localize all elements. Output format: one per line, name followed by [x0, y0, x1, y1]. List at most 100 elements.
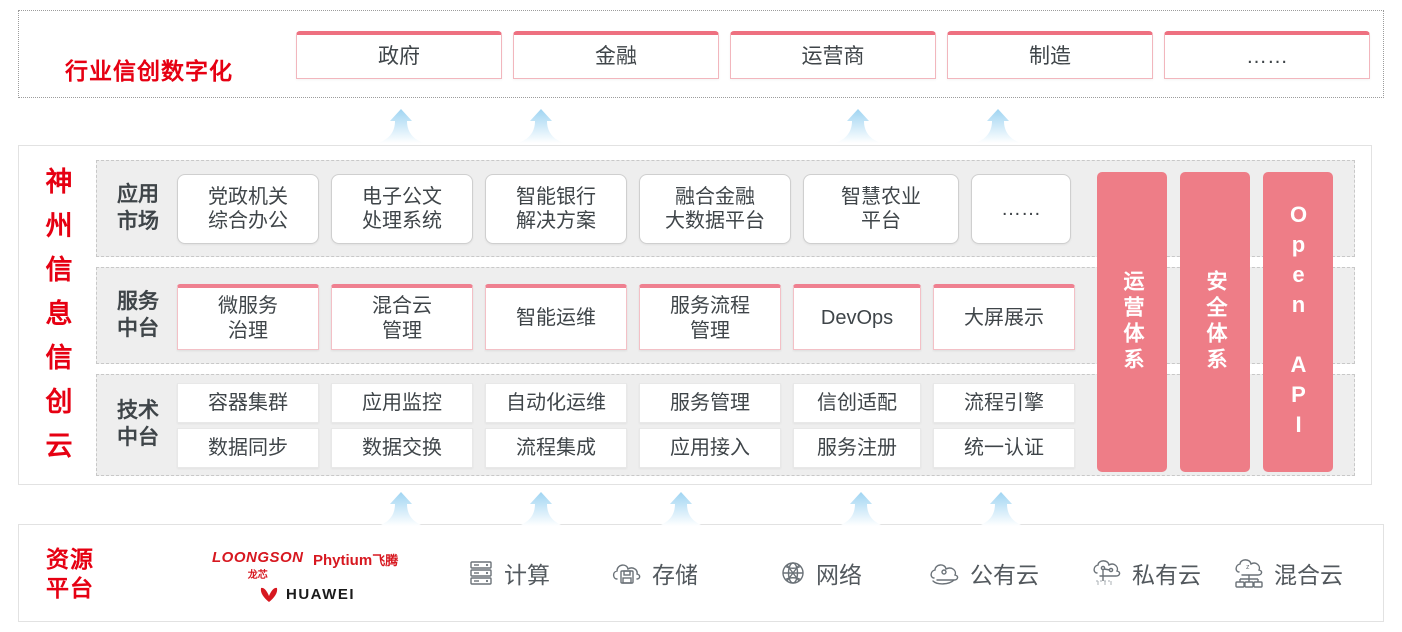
card-label: 电子公文 处理系统: [362, 185, 442, 232]
capability-arrow-2: [835, 109, 881, 143]
tech-platform-card-r2-4[interactable]: 服务注册: [793, 428, 921, 468]
resource-item-label: 存储: [652, 562, 698, 588]
resource-item-label: 网络: [816, 562, 862, 588]
pillar-2[interactable]: Open API: [1263, 172, 1333, 472]
service-platform-card-2[interactable]: 智能运维: [485, 284, 627, 350]
card-label: 融合金融 大数据平台: [665, 185, 765, 232]
capability-arrow-3: [975, 109, 1021, 143]
vendor-logo-phytium: Phytium飞腾: [313, 552, 399, 569]
service-platform-card-3[interactable]: 服务流程 管理: [639, 284, 781, 350]
tech-platform-card-r1-0[interactable]: 容器集群: [177, 383, 319, 423]
private-cloud-icon: [1090, 558, 1124, 588]
capability-arrow-gap: 数字化能力: [0, 100, 1402, 235]
resource-item-5[interactable]: z 混合云: [1232, 556, 1343, 590]
resource-item-4[interactable]: 私有云: [1090, 556, 1201, 590]
layer-label-service: 服务中台: [117, 290, 159, 340]
resource-item-0[interactable]: 计算: [466, 556, 550, 590]
card-label: 混合云 管理: [372, 295, 432, 342]
card-label: 自动化运维: [506, 391, 606, 414]
card-label: 党政机关 综合办公: [208, 185, 288, 232]
resource-item-label: 私有云: [1132, 562, 1201, 588]
card-label: 服务管理: [670, 391, 750, 414]
cloud-panel-title: 神州信息信创云: [45, 167, 73, 461]
tech-platform-card-r2-3[interactable]: 应用接入: [639, 428, 781, 468]
card-label: 统一认证: [964, 436, 1044, 459]
service-platform-card-0[interactable]: 微服务 治理: [177, 284, 319, 350]
card-label: 应用接入: [670, 436, 750, 459]
cloud-storage-icon: [610, 559, 644, 587]
resource-arrow-1: [518, 492, 564, 526]
pillar-label: 运营体系: [1121, 270, 1145, 374]
card-label: 大屏展示: [964, 307, 1044, 330]
card-label: 智能运维: [516, 307, 596, 330]
card-label: 数据同步: [208, 436, 288, 459]
resource-arrow-3: [838, 492, 884, 526]
card-label: 流程集成: [516, 436, 596, 459]
layer-label-technology: 技术中台: [117, 399, 159, 449]
svg-text:z: z: [1246, 564, 1250, 571]
industry-box-label: 政府: [378, 44, 420, 68]
resource-item-label: 混合云: [1274, 562, 1343, 588]
card-label: 微服务 治理: [218, 295, 278, 342]
service-platform-card-4[interactable]: DevOps: [793, 284, 921, 350]
industry-box-label: 运营商: [801, 44, 865, 68]
industry-box-3[interactable]: 制造: [947, 31, 1153, 79]
resource-panel-title: 资源平台: [46, 546, 94, 601]
card-label: DevOps: [820, 307, 894, 330]
resource-item-1[interactable]: 存储: [610, 556, 698, 590]
app-market-card-3[interactable]: 融合金融 大数据平台: [639, 174, 791, 244]
service-platform-card-1[interactable]: 混合云 管理: [331, 284, 473, 350]
capability-arrow-1: [518, 109, 564, 143]
tech-platform-card-r1-2[interactable]: 自动化运维: [485, 383, 627, 423]
card-label: 数据交换: [362, 436, 442, 459]
card-label: 应用监控: [362, 391, 442, 414]
app-market-card-1[interactable]: 电子公文 处理系统: [331, 174, 473, 244]
pillar-label: 安全体系: [1204, 270, 1228, 374]
pillar-label: Open API: [1286, 202, 1311, 442]
resource-arrow-4: [978, 492, 1024, 526]
card-label: 服务流程 管理: [670, 295, 750, 342]
vendor-logo-loongson: LOONGSON 龙芯: [212, 549, 304, 581]
public-cloud-icon: [928, 559, 962, 587]
industry-band-title: 行业信创数字化: [65, 58, 233, 84]
server-icon: [466, 558, 496, 588]
tech-platform-card-r1-4[interactable]: 信创适配: [793, 383, 921, 423]
tech-platform-card-r2-0[interactable]: 数据同步: [177, 428, 319, 468]
service-platform-card-5[interactable]: 大屏展示: [933, 284, 1075, 350]
card-label: 智能银行 解决方案: [516, 185, 596, 232]
app-market-card-0[interactable]: 党政机关 综合办公: [177, 174, 319, 244]
industry-box-2[interactable]: 运营商: [730, 31, 936, 79]
app-market-card-5[interactable]: ……: [971, 174, 1071, 244]
tech-platform-card-r1-5[interactable]: 流程引擎: [933, 383, 1075, 423]
tech-platform-card-r2-2[interactable]: 流程集成: [485, 428, 627, 468]
vendor-logo-huawei: HUAWEI: [258, 585, 355, 603]
network-icon: [778, 558, 808, 588]
industry-box-0[interactable]: 政府: [296, 31, 502, 79]
resource-arrow-2: [658, 492, 704, 526]
resource-panel: [18, 524, 1384, 622]
resource-item-label: 计算: [504, 562, 550, 588]
industry-box-4[interactable]: ……: [1164, 31, 1370, 79]
hybrid-cloud-icon: z: [1232, 558, 1266, 588]
industry-box-label: 金融: [595, 44, 637, 68]
card-label: 智慧农业 平台: [841, 185, 921, 232]
industry-box-label: 制造: [1029, 44, 1071, 68]
card-label: 容器集群: [208, 391, 288, 414]
capability-arrow-0: [378, 109, 424, 143]
resource-item-2[interactable]: 网络: [778, 556, 862, 590]
card-label: 服务注册: [817, 436, 897, 459]
tech-platform-card-r1-3[interactable]: 服务管理: [639, 383, 781, 423]
resource-arrow-0: [378, 492, 424, 526]
pillar-1[interactable]: 安全体系: [1180, 172, 1250, 472]
card-label: 信创适配: [817, 391, 897, 414]
resource-item-3[interactable]: 公有云: [928, 556, 1039, 590]
tech-platform-card-r2-1[interactable]: 数据交换: [331, 428, 473, 468]
resource-item-label: 公有云: [970, 562, 1039, 588]
industry-box-1[interactable]: 金融: [513, 31, 719, 79]
pillar-0[interactable]: 运营体系: [1097, 172, 1167, 472]
tech-platform-card-r1-1[interactable]: 应用监控: [331, 383, 473, 423]
tech-platform-card-r2-5[interactable]: 统一认证: [933, 428, 1075, 468]
app-market-card-2[interactable]: 智能银行 解决方案: [485, 174, 627, 244]
app-market-card-4[interactable]: 智慧农业 平台: [803, 174, 959, 244]
